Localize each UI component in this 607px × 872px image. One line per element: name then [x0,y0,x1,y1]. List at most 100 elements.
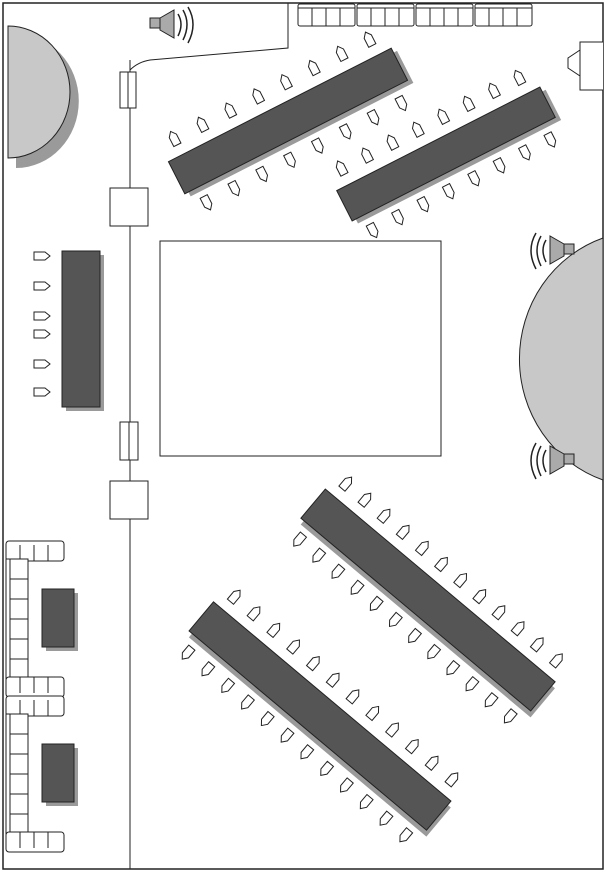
chair-icon [199,662,215,679]
chair-icon [34,252,50,260]
sofa-icon [416,4,473,26]
chair-icon [512,69,526,86]
chair-icon [367,110,381,127]
chair-icon [306,59,320,76]
sofa-icon [357,4,414,26]
chair-icon [544,132,558,149]
chair-icon [34,312,50,320]
chair-icon [287,637,303,654]
partition-box [110,481,148,519]
chair-icon [34,330,50,338]
chair-icon [284,152,298,169]
chair-icon [251,87,265,104]
chair-icon [329,564,345,581]
chair-icon [386,612,402,629]
chair-icon [267,621,283,638]
partition-box [110,188,148,226]
chair-icon [228,180,242,197]
chair-icon [348,580,364,597]
chair-icon [357,795,373,812]
chair-icon [444,661,460,678]
chair-icon [519,145,533,162]
chair-icon [223,101,237,118]
chair-icon [278,728,294,745]
chair-icon [367,596,383,613]
chair-icon [334,159,348,176]
chair-icon [396,523,412,540]
buffet-chairs [34,252,50,396]
chair-icon [392,209,406,226]
chair-icon [167,130,181,147]
chair-icon [436,107,450,124]
chair-icon [298,745,314,762]
chair-icon [219,678,235,695]
coffee-table [42,589,78,651]
chair-icon [278,73,292,90]
chair-icon [550,651,566,668]
chair-icon [258,712,274,729]
sofa-icon [298,4,355,26]
chair-icon [468,171,482,188]
chair-icon [359,146,373,163]
chair-icon [291,532,307,549]
buffet-table [62,251,100,407]
chair-icon [195,115,209,132]
chair-icon [405,737,421,754]
chair-icon [425,645,441,662]
chair-icon [362,30,376,47]
chair-icon [34,360,50,368]
chair-icon [435,555,451,572]
chair-icon [377,811,393,828]
chair-icon [473,587,489,604]
chair-icon [179,645,195,662]
chair-icon [366,704,382,721]
main-stage [519,238,603,480]
chair-icon [417,197,431,214]
chair-icon [256,166,270,183]
banquet-table-3 [284,469,575,733]
chair-icon [406,628,422,645]
chair-icon [34,388,50,396]
chair-icon [318,761,334,778]
door-icon [568,42,603,90]
chair-icon [337,778,353,795]
chair-icon [492,603,508,620]
chair-icon [395,95,409,112]
chair-icon [415,539,431,556]
chair-icon [486,82,500,99]
chair-icon [410,120,424,137]
chair-icon [247,604,263,621]
chair-icon [312,138,326,155]
dance-floor [160,241,441,456]
chair-icon [386,720,402,737]
chair-icon [442,184,456,201]
chair-icon [334,45,348,62]
chair-icon [346,687,362,704]
chair-icon [530,635,546,652]
chair-icon [358,491,374,508]
coffee-table [42,744,78,806]
chair-icon [454,571,470,588]
chair-icon [227,588,243,605]
chair-icon [463,677,479,694]
chair-icon [493,158,507,175]
chair-icon [366,222,380,239]
chair-icon [377,507,393,524]
chair-icon [34,282,50,290]
speaker-icon [150,7,193,43]
chair-icon [310,548,326,565]
chair-icon [445,770,461,787]
chair-icon [239,695,255,712]
chair-icon [501,709,517,726]
chair-icon [200,195,214,212]
chair-icon [385,133,399,150]
sofa-row-top [298,4,532,26]
sofa-icon [475,4,532,26]
chair-icon [425,754,441,771]
speaker-cable [130,3,288,70]
lounge-area [6,541,78,852]
chair-icon [461,94,475,111]
chair-icon [397,828,413,845]
